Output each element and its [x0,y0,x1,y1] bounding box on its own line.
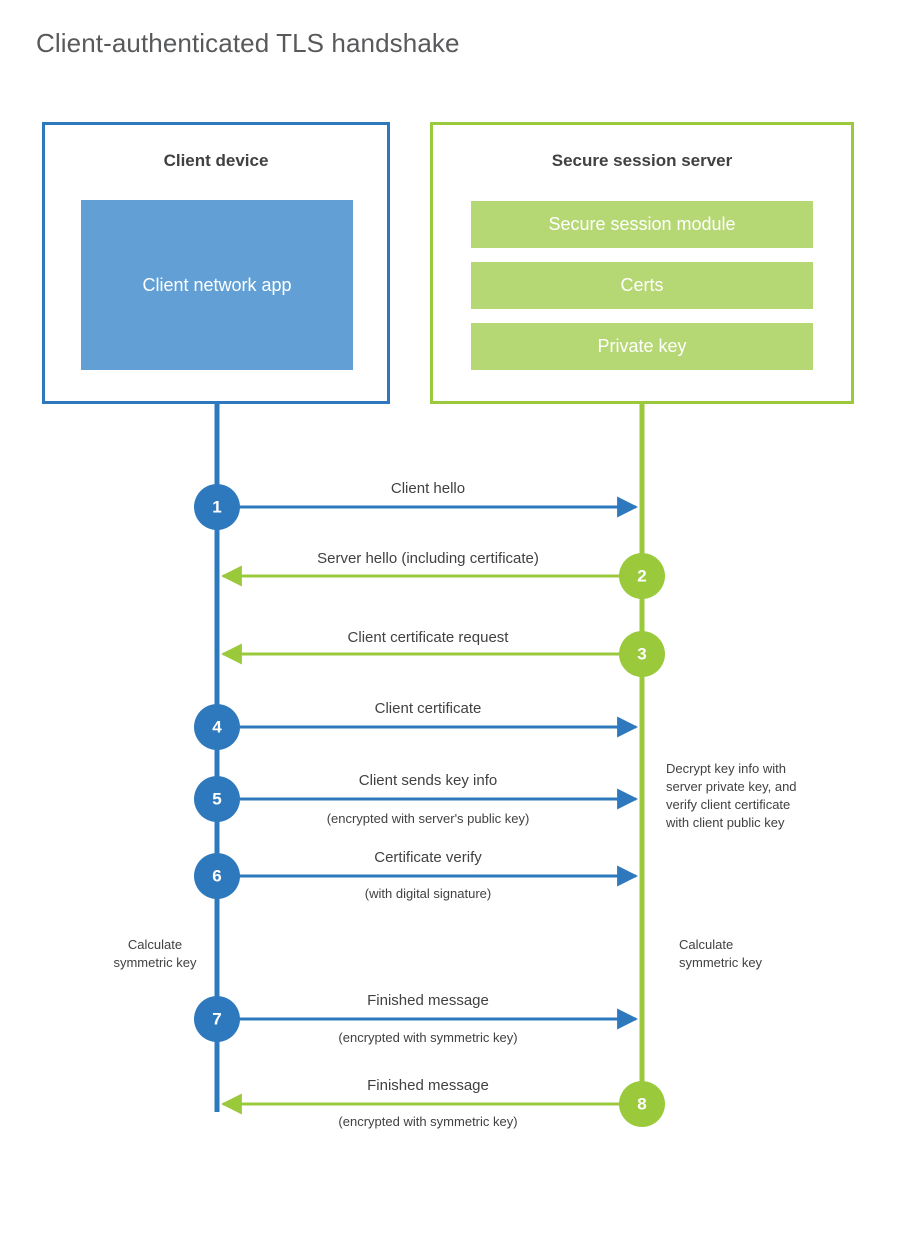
step-circle-1-label: 1 [212,498,221,517]
client-device-box: Client device Client network app [42,122,390,404]
client-calculate-key-note-line-1: Calculate [127,937,183,952]
step-circle-8[interactable] [619,1081,665,1127]
client-network-app-box: Client network app [81,200,353,370]
message-label-2: Server hello (including certificate) [317,550,539,567]
step-circle-7-label: 7 [212,1010,221,1029]
message-label-1: Client hello [390,480,466,497]
step-circle-5-label: 5 [212,790,221,809]
page-title: Client-authenticated TLS handshake [36,28,460,58]
client-calculate-key-note-line-2: symmetric key [113,955,197,970]
message-sublabel-5: (encrypted with server's public key) [326,811,530,826]
secure-session-server-title: Secure session server [551,151,733,170]
step-circle-6[interactable] [194,853,240,899]
step-circle-4-label: 4 [212,718,222,737]
server-calculate-key-note: Calculate symmetric key [679,936,849,972]
server-decrypt-note-line-3: verify client certificate [666,797,791,812]
step-circle-8-label: 8 [637,1095,646,1114]
step-circle-6-label: 6 [212,867,221,886]
secure-session-server-box: Secure session server Secure session mod… [430,122,854,404]
server-decrypt-note-line-2: server private key, and [666,779,797,794]
client-calculate-key-note: Calculate symmetric key [75,936,235,972]
step-circle-4[interactable] [194,704,240,750]
server-modules-list: Secure session module Certs Private key [471,201,813,384]
server-module-secure-session: Secure session module [471,201,813,248]
message-label-5: Client sends key info [358,772,498,789]
step-circle-1[interactable] [194,484,240,530]
server-calculate-key-note-line-2: symmetric key [679,955,763,970]
server-decrypt-note-line-4: with client public key [666,815,785,830]
client-device-title: Client device [163,151,269,170]
step-circle-2[interactable] [619,553,665,599]
step-circle-5[interactable] [194,776,240,822]
server-decrypt-note: Decrypt key info with server private key… [666,760,836,832]
message-sublabel-6: (with digital signature) [364,886,492,901]
message-sublabel-7: (encrypted with symmetric key) [338,1030,518,1045]
server-module-private-key: Private key [471,323,813,370]
step-circle-7[interactable] [194,996,240,1042]
server-module-certs: Certs [471,262,813,309]
message-sublabel-8: (encrypted with symmetric key) [338,1114,518,1129]
server-decrypt-note-line-1: Decrypt key info with [666,761,786,776]
step-circle-3[interactable] [619,631,665,677]
step-circle-2-label: 2 [637,567,646,586]
step-circle-3-label: 3 [637,645,646,664]
message-label-6: Certificate verify [374,849,482,866]
message-label-4: Client certificate [374,700,482,717]
message-label-8: Finished message [367,1077,489,1094]
message-label-3: Client certificate request [347,629,509,646]
server-calculate-key-note-line-1: Calculate [679,937,734,952]
message-label-7: Finished message [367,992,489,1009]
